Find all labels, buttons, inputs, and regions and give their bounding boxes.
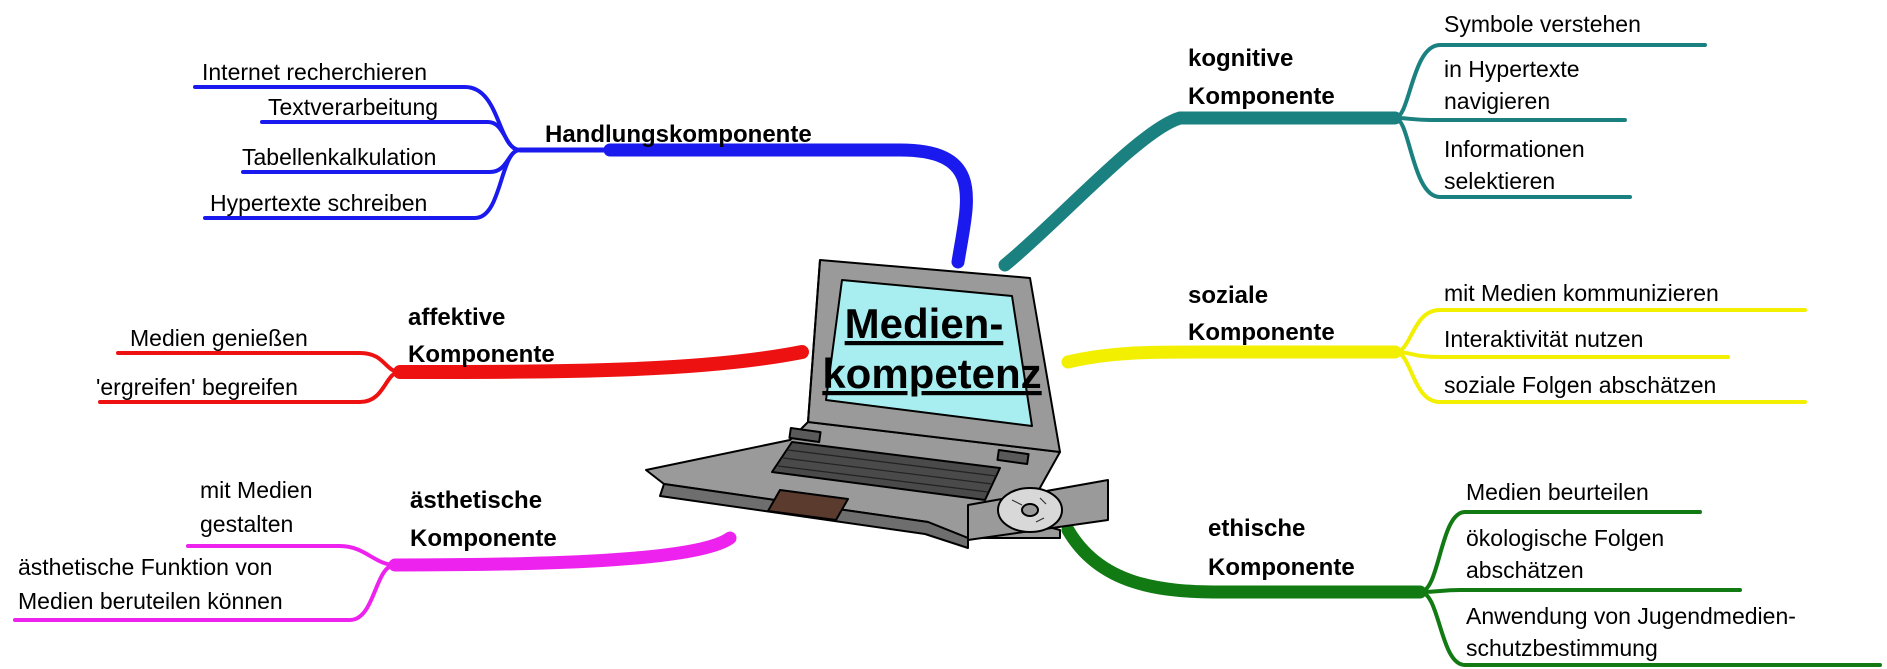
aesthetische-leaf: Medien beruteilen können (18, 588, 283, 614)
ethische-title-line2: Komponente (1208, 554, 1355, 581)
ethische-leaf: schutzbestimmung (1466, 635, 1658, 661)
center-title-line2: kompetenz (822, 350, 1041, 397)
soziale-title-line2: Komponente (1188, 319, 1335, 346)
laptop-illustration (645, 259, 1109, 549)
soziale-title-line1: soziale (1188, 282, 1268, 309)
kognitive-leaf: in Hypertexte (1444, 56, 1580, 82)
aesthetische-title-line2: Komponente (410, 525, 557, 552)
kognitive-title-line1: kognitive (1188, 45, 1293, 72)
affektive-leaf: Medien genießen (130, 325, 308, 351)
branch-aesthetische (13, 531, 737, 622)
handlung-leaf: Hypertexte schreiben (210, 190, 427, 216)
ethische-leaf: abschätzen (1466, 557, 1584, 583)
branch-kognitive (998, 43, 1707, 272)
ethische-leaf: Medien beurteilen (1466, 479, 1649, 505)
affektive-leaf: 'ergreifen' begreifen (96, 374, 298, 400)
handlung-leaf: Internet recherchieren (202, 59, 427, 85)
kognitive-leaf: Symbole verstehen (1444, 11, 1641, 37)
center-title-line1: Medien- (845, 300, 1004, 347)
kognitive-leaf: Informationen (1444, 136, 1585, 162)
aesthetische-leaf: ästhetische Funktion von (18, 554, 272, 580)
branch-soziale (1061, 308, 1807, 404)
branch-ethische (1061, 510, 1882, 667)
aesthetische-leaf: mit Medien (200, 477, 312, 503)
handlung-leaf: Tabellenkalkulation (242, 144, 436, 170)
ethische-leaf: ökologische Folgen (1466, 525, 1664, 551)
kognitive-leaf: navigieren (1444, 88, 1550, 114)
affektive-title-line2: Komponente (408, 341, 555, 368)
branch-affektive (98, 345, 809, 404)
aesthetische-title-line1: ästhetische (410, 487, 542, 514)
handlung-title: Handlungskomponente (545, 121, 812, 148)
handlung-leaf: Textverarbeitung (268, 94, 438, 120)
soziale-leaf: mit Medien kommunizieren (1444, 280, 1719, 306)
soziale-leaf: Interaktivität nutzen (1444, 326, 1643, 352)
ethische-title-line1: ethische (1208, 515, 1305, 542)
soziale-leaf: soziale Folgen abschätzen (1444, 372, 1716, 398)
kognitive-leaf: selektieren (1444, 168, 1555, 194)
affektive-title-line1: affektive (408, 304, 505, 331)
kognitive-title-line2: Komponente (1188, 83, 1335, 110)
aesthetische-leaf: gestalten (200, 511, 293, 537)
ethische-leaf: Anwendung von Jugendmedien- (1466, 603, 1796, 629)
branch-handlungskomponente (193, 85, 973, 269)
